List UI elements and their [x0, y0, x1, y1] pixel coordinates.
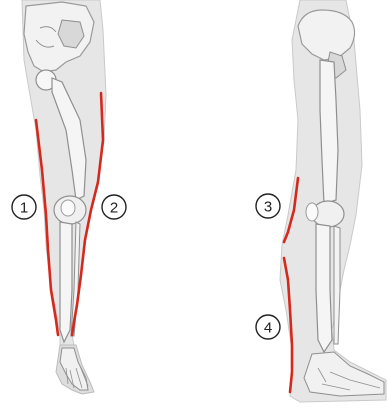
side-tibia — [316, 224, 332, 352]
marker-3-label: 3 — [264, 199, 272, 216]
side-fibula — [334, 226, 340, 344]
side-patella — [306, 203, 318, 221]
marker-3: 3 — [256, 194, 280, 218]
marker-2-label: 2 — [110, 200, 118, 217]
front-tibia — [60, 222, 72, 342]
side-femur — [320, 60, 338, 204]
marker-2: 2 — [102, 195, 126, 219]
marker-1-label: 1 — [20, 200, 28, 217]
side-view-leg — [280, 0, 386, 402]
front-patella — [61, 200, 75, 216]
front-view-leg — [22, 0, 106, 394]
marker-4: 4 — [256, 315, 280, 339]
marker-4-label: 4 — [264, 320, 272, 337]
marker-1: 1 — [12, 195, 36, 219]
